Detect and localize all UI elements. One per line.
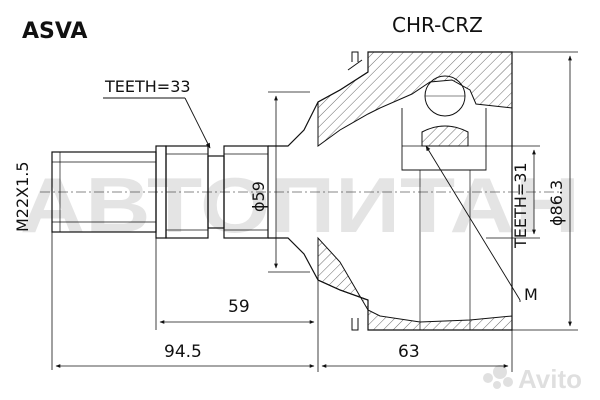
part-number: CHR-CRZ bbox=[392, 13, 483, 37]
inner-race bbox=[421, 125, 469, 147]
hatched-section-lower bbox=[317, 236, 513, 331]
teeth-outer-arrow bbox=[184, 97, 211, 149]
m-marker-leader bbox=[425, 145, 521, 301]
teeth-inner-label: TEETH=31 bbox=[511, 162, 530, 249]
teeth-outer-label: TEETH=33 bbox=[104, 77, 191, 96]
hatched-section-upper bbox=[317, 51, 513, 147]
teeth-inner-dimension bbox=[486, 145, 540, 239]
watermark-brand: Avito bbox=[518, 364, 582, 394]
watermark-text: АВТОПИТАН bbox=[20, 161, 580, 249]
shaft-diameter-label: ϕ59 bbox=[249, 181, 268, 212]
shaft-length-label: 59 bbox=[228, 297, 250, 317]
extension-lines bbox=[51, 232, 513, 372]
m-marker-label: M bbox=[524, 285, 538, 304]
outer-diameter-label: ϕ86.3 bbox=[547, 180, 566, 226]
thread-label: M22X1.5 bbox=[13, 161, 32, 232]
watermark-avito-logo: Avito bbox=[483, 364, 582, 394]
mounting-bracket bbox=[347, 51, 363, 331]
shaft-diameter-dimension bbox=[268, 91, 310, 273]
brand-label: ASVA bbox=[22, 19, 87, 44]
ball-cage bbox=[401, 75, 487, 330]
outer-diameter-dimension bbox=[512, 51, 578, 331]
overall-left-label: 94.5 bbox=[164, 342, 202, 362]
housing-length-label: 63 bbox=[398, 342, 420, 362]
bell-housing bbox=[268, 51, 513, 331]
